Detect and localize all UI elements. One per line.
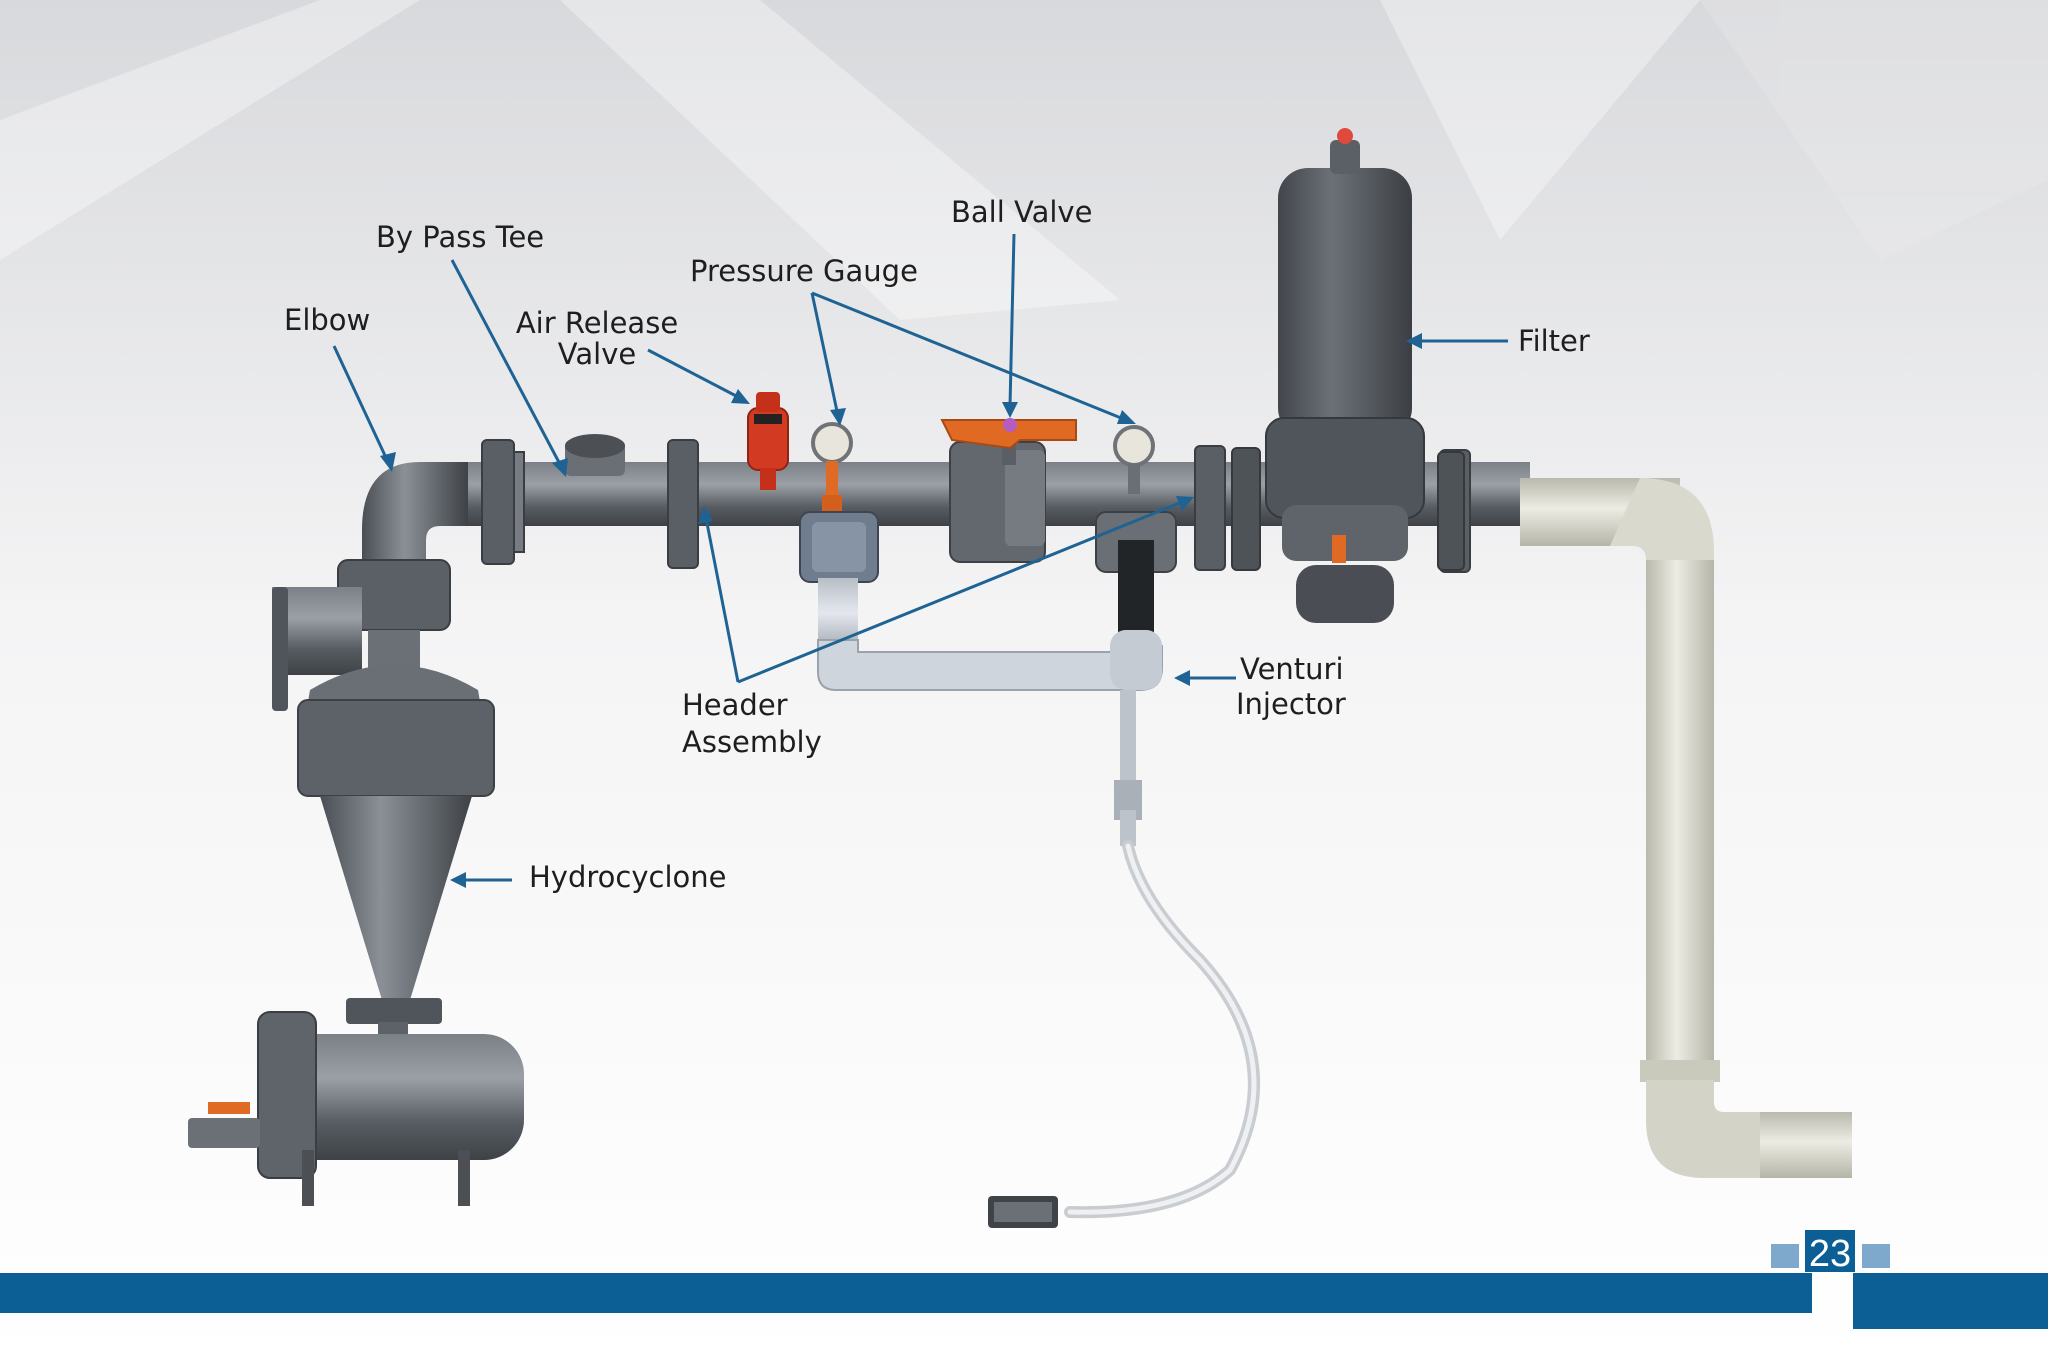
- filter-flanges: [1231, 447, 1465, 571]
- venturi-bypass-loop: [817, 578, 1163, 846]
- bypass-tee: [565, 434, 625, 476]
- disc-filter: [1265, 128, 1425, 623]
- arrow-bypass-tee: [450, 259, 568, 477]
- background-facets: [0, 0, 2048, 320]
- svg-text:Ball Valve: Ball Valve: [951, 195, 1092, 229]
- arrow-pressure-gauge-right: [811, 291, 1136, 424]
- hydrocyclone: [272, 559, 495, 1048]
- outlet-pipe: [1520, 478, 1852, 1178]
- footer-bar: [0, 1273, 2048, 1329]
- injector-inlet-valve: [799, 511, 879, 583]
- page-number-badge: 23: [1771, 1230, 1890, 1275]
- air-release-valve: [747, 392, 789, 490]
- svg-text:Assembly: Assembly: [682, 725, 822, 759]
- elbow: [362, 462, 468, 575]
- svg-text:Filter: Filter: [1518, 324, 1590, 358]
- arrow-hydrocyclone: [450, 872, 512, 888]
- ball-valve: [940, 418, 1077, 563]
- svg-text:Pressure Gauge: Pressure Gauge: [690, 254, 918, 288]
- label-elbow: Elbow: [284, 303, 370, 337]
- svg-text:Hydrocyclone: Hydrocyclone: [529, 860, 726, 894]
- arrow-pressure-gauge-left: [810, 292, 846, 426]
- svg-text:Venturi: Venturi: [1240, 652, 1344, 686]
- label-header-assembly: Header Assembly: [682, 688, 822, 759]
- label-filter: Filter: [1518, 324, 1590, 358]
- suction-hose: [988, 840, 1260, 1228]
- svg-text:Header: Header: [682, 688, 788, 722]
- svg-text:By Pass Tee: By Pass Tee: [376, 220, 544, 254]
- arrow-header-left: [698, 506, 740, 683]
- label-pressure-gauge: Pressure Gauge: [690, 254, 918, 288]
- arrow-ball-valve: [1002, 233, 1018, 418]
- label-venturi-injector: Venturi Injector: [1236, 652, 1346, 721]
- arrow-elbow: [332, 345, 396, 472]
- page-number: 23: [1809, 1233, 1851, 1275]
- arrow-header-right: [737, 496, 1194, 684]
- svg-text:Valve: Valve: [558, 337, 636, 371]
- callout-arrows: [332, 233, 1508, 888]
- svg-text:Injector: Injector: [1236, 687, 1346, 721]
- label-ball-valve: Ball Valve: [951, 195, 1092, 229]
- label-bypass-tee: By Pass Tee: [376, 220, 544, 254]
- arrow-air-release-valve: [647, 348, 750, 404]
- arrow-filter: [1406, 333, 1508, 349]
- svg-text:Air Release: Air Release: [516, 306, 678, 340]
- pressure-gauge-left: [811, 422, 853, 525]
- collection-tank: [188, 1011, 524, 1206]
- label-air-release-valve: Air Release Valve: [516, 306, 678, 371]
- label-hydrocyclone: Hydrocyclone: [529, 860, 726, 894]
- arrow-venturi-injector: [1174, 670, 1236, 686]
- svg-text:Elbow: Elbow: [284, 303, 370, 337]
- pressure-gauge-right: [1113, 425, 1155, 494]
